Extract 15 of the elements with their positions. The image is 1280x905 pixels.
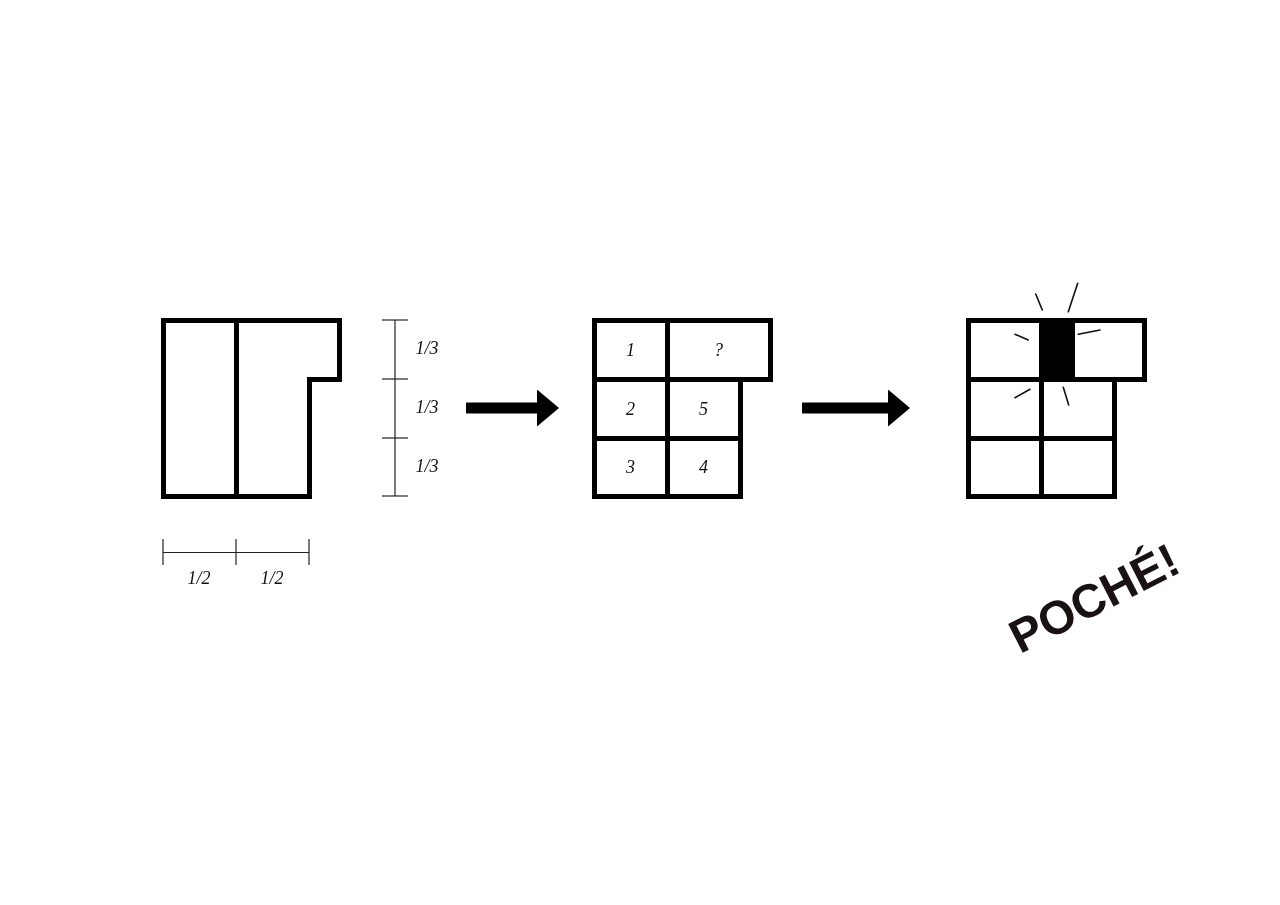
dimension-label: 1/3: [415, 457, 439, 475]
dimensioned-floor-plan: [160, 317, 409, 566]
dimension-label: 1/3: [415, 339, 439, 357]
cell-label: 1: [626, 340, 635, 359]
cell-label: 2: [626, 399, 635, 418]
cell-label: 3: [626, 458, 635, 476]
dimension-label: 1/2: [260, 569, 284, 587]
floor-plan: [965, 317, 1147, 499]
arrow: [802, 389, 910, 427]
arrow: [466, 389, 559, 427]
dimension-label: 1/3: [415, 398, 439, 416]
cell-label: 5: [699, 399, 708, 418]
cell-label: 4: [699, 458, 708, 476]
cell-label: ?: [714, 340, 723, 359]
dimension-label: 1/2: [187, 569, 211, 587]
